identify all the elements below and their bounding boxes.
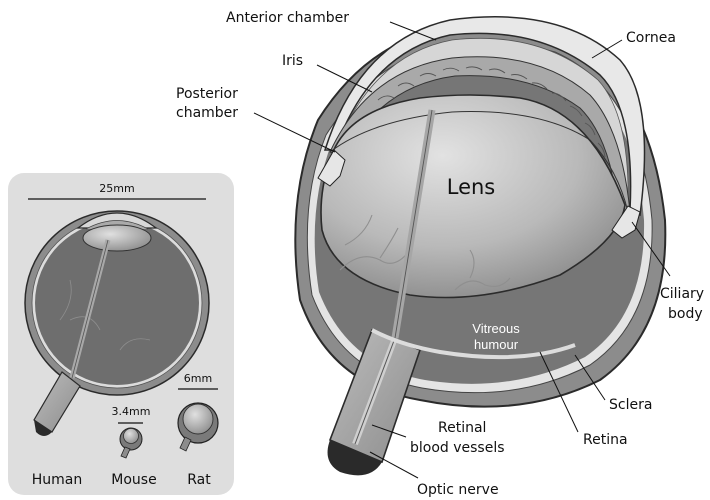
ciliary-body-label-line1: Ciliary	[660, 286, 704, 302]
iris-label: Iris	[282, 53, 303, 69]
posterior-chamber-label-line1: Posterior	[176, 86, 238, 102]
anterior-chamber-label: Anterior chamber	[226, 10, 349, 26]
cornea-label: Cornea	[626, 30, 676, 46]
lens-label: Lens	[447, 175, 496, 199]
retinal-vessels-label-line2: blood vessels	[410, 440, 505, 456]
human-label: Human	[32, 472, 83, 488]
mouse-label: Mouse	[111, 472, 156, 488]
optic-nerve-label: Optic nerve	[417, 482, 499, 498]
human-scale-label: 25mm	[99, 182, 134, 195]
vitreous-label-line2: humour	[474, 337, 519, 352]
species-comparison-panel: 25mm 3.4mm 6mm	[8, 173, 234, 495]
vitreous-label-line1: Vitreous	[472, 321, 520, 336]
rat-scale-label: 6mm	[184, 372, 212, 385]
retina-label: Retina	[583, 432, 628, 448]
sclera-label: Sclera	[609, 397, 652, 413]
rat-label: Rat	[187, 472, 211, 488]
mouse-scale-label: 3.4mm	[112, 405, 151, 418]
retinal-vessels-label-line1: Retinal	[438, 420, 486, 436]
posterior-chamber-label-line2: chamber	[176, 105, 238, 121]
ciliary-body-label-line2: body	[668, 306, 703, 322]
